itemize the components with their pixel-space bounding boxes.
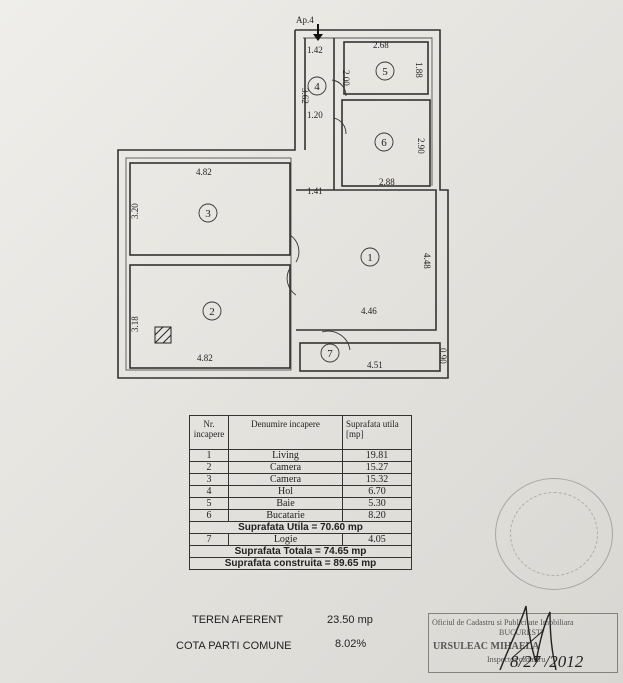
- stamp-date: 8/27 /2012: [510, 652, 584, 671]
- dim-label: 0.90: [438, 348, 448, 364]
- inner-wall-top: [303, 37, 433, 186]
- round-stamp: [495, 478, 613, 590]
- room-number: 6: [381, 137, 387, 149]
- dim-label: 1.41: [307, 186, 323, 196]
- dim-label: 3.18: [130, 316, 140, 332]
- table-row: Suprafata Totala = 74.65 mp: [189, 545, 412, 558]
- outer-wall: [117, 29, 449, 379]
- suprafata-totala: Suprafata Totala = 74.65 mp: [189, 545, 412, 558]
- suprafata-utila: Suprafata Utila = 70.60 mp: [189, 521, 412, 534]
- room-7-walls: [299, 342, 441, 372]
- signature: [499, 605, 557, 671]
- dim-label: 2.00: [341, 70, 351, 86]
- suprafata-construita: Suprafata construita = 89.65 mp: [189, 557, 412, 570]
- dim-label: 1.88: [414, 62, 424, 78]
- room-number: 5: [382, 66, 388, 78]
- dim-label: 1.20: [307, 110, 323, 120]
- room-6-walls: [341, 99, 431, 187]
- room-number: 2: [209, 306, 215, 318]
- door-arc: [321, 330, 351, 351]
- apartment-label: Ap.4: [296, 15, 314, 25]
- room-number: 7: [327, 348, 333, 360]
- cota-label: COTA PARTI COMUNE: [176, 640, 292, 652]
- inner-wall-left: [125, 157, 292, 371]
- teren-value: 23.50 mp: [327, 614, 373, 626]
- dim-label: 4.82: [197, 353, 213, 363]
- dim-label: 4.51: [367, 360, 383, 370]
- dim-label: 1.42: [307, 45, 323, 55]
- room-number: 4: [314, 81, 320, 93]
- room-number: 3: [205, 208, 211, 220]
- table-header: Suprafata utila [mp]: [342, 415, 412, 450]
- table-header: Denumire incapere: [228, 415, 343, 450]
- entrance-arrow-head-icon: [313, 34, 323, 41]
- rooms-table: Nr. incapere Denumire incapere Suprafata…: [189, 415, 412, 570]
- table-row: Suprafata construita = 89.65 mp: [189, 557, 412, 570]
- room-5-walls: [343, 41, 429, 95]
- table-row: Suprafata Utila = 70.60 mp: [189, 521, 412, 534]
- floor-plan: Ap.4 1.42 2.68 2.00 1.88 3.62 1.20 2.90 …: [117, 15, 449, 379]
- door-arc: [331, 79, 347, 97]
- room-2-walls: [129, 264, 291, 369]
- door-arc: [289, 234, 300, 263]
- dim-label: 3.62: [300, 88, 310, 104]
- door-arc: [286, 267, 297, 296]
- door-arc: [333, 117, 347, 135]
- dim-label: 4.46: [361, 306, 377, 316]
- dim-label: 2.90: [416, 138, 426, 154]
- room-1-walls: [296, 189, 437, 331]
- teren-label: TEREN AFERENT: [192, 614, 284, 626]
- table-header: Nr. incapere: [189, 415, 229, 450]
- dim-label: 4.48: [422, 253, 432, 269]
- room-number: 1: [367, 252, 373, 264]
- dim-label: 4.82: [196, 167, 212, 177]
- cota-value: 8.02%: [335, 638, 367, 650]
- room-3-walls: [129, 162, 291, 256]
- dim-label: 2.68: [373, 40, 389, 50]
- dim-label: 3.20: [130, 203, 140, 219]
- dim-label: 2.88: [379, 177, 395, 187]
